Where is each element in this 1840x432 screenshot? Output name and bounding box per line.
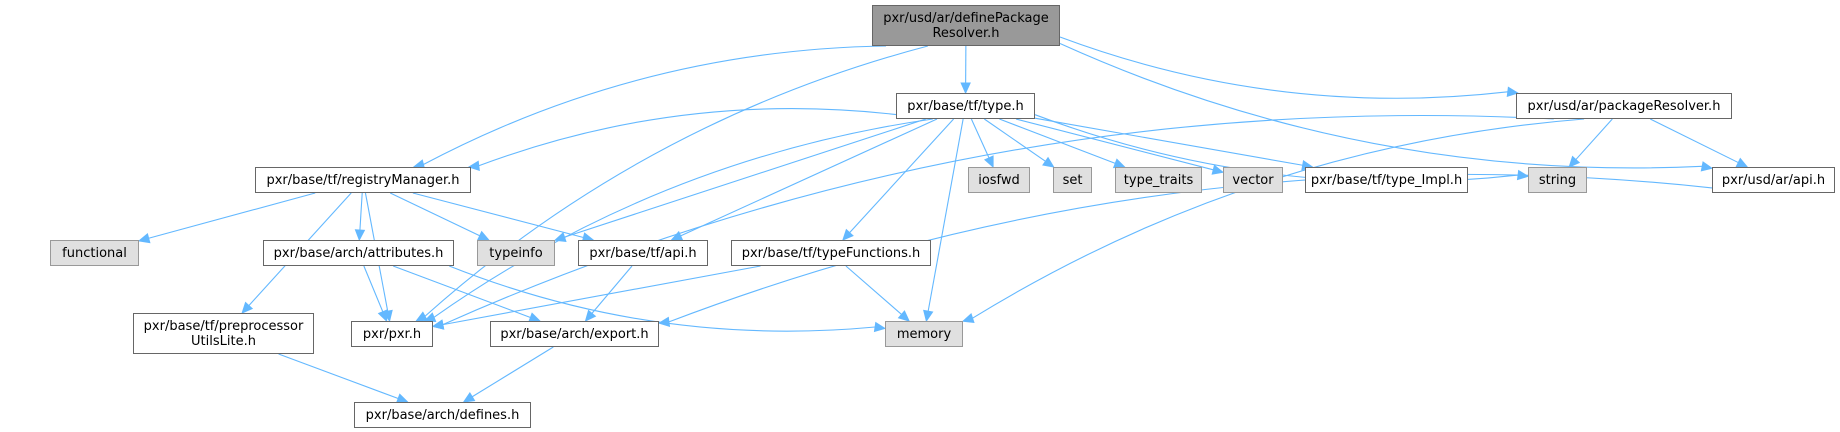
node-type-traits[interactable]: type_traits — [1115, 167, 1202, 193]
node-pxr-h[interactable]: pxr/pxr.h — [351, 321, 433, 347]
arrowhead-icon — [1735, 157, 1749, 168]
edge-type_h-to-registryManager_h — [478, 108, 897, 167]
node-package-resolver-h[interactable]: pxr/usd/ar/packageResolver.h — [1516, 93, 1732, 119]
edge-packageResolver_h-to-ar_api_h — [1650, 118, 1739, 164]
edge-tf_api_h-to-export_h — [591, 265, 633, 314]
node-arch-export-h[interactable]: pxr/base/arch/export.h — [490, 321, 659, 347]
edge-registryManager_h-to-typeinfo — [390, 192, 480, 237]
arrowhead-icon — [897, 310, 910, 322]
arrowhead-icon — [1211, 164, 1225, 175]
node-arch-defines-h[interactable]: pxr/base/arch/defines.h — [354, 402, 531, 428]
edge-definePackageResolver-to-ar_api_h — [1059, 42, 1703, 169]
arrowhead-icon — [842, 228, 854, 241]
node-arch-attributes-h[interactable]: pxr/base/arch/attributes.h — [263, 240, 454, 266]
arrowhead-icon — [467, 160, 480, 171]
arrowhead-icon — [960, 82, 971, 95]
edge-packageResolver_h-to-string — [1575, 118, 1613, 160]
arrowhead-icon — [983, 155, 994, 169]
arrowhead-icon — [961, 313, 975, 324]
node-vector[interactable]: vector — [1223, 167, 1283, 193]
arrowhead-icon — [584, 309, 597, 322]
node-string[interactable]: string — [1528, 167, 1587, 193]
edge-typeFunctions_h-to-memory — [845, 265, 902, 315]
node-type-impl-h[interactable]: pxr/base/tf/type_Impl.h — [1305, 167, 1468, 193]
edge-type_h-to-set — [983, 118, 1046, 162]
edge-export_h-to-defines_h — [471, 346, 554, 398]
node-preprocessor-utils-lite-h[interactable]: pxr/base/tf/preprocessor UtilsLite.h — [133, 313, 314, 354]
arrowhead-icon — [1042, 156, 1055, 168]
edge-attributes_h-to-export_h — [392, 265, 531, 319]
arrowhead-icon — [657, 316, 671, 328]
edge-attributes_h-to-pxr_h — [363, 265, 384, 312]
edge-registryManager_h-to-attributes_h — [359, 192, 363, 231]
edge-type_h-to-pxr_h — [433, 118, 933, 318]
edge-type_h-to-vector — [1015, 118, 1214, 171]
arrowhead-icon — [431, 319, 445, 330]
node-typeinfo[interactable]: typeinfo — [477, 240, 555, 266]
arrowhead-icon — [1700, 161, 1714, 172]
node-tf-api-h[interactable]: pxr/base/tf/api.h — [578, 240, 708, 266]
arrowhead-icon — [377, 309, 388, 323]
edge-preprocessorUtilsLite_h-to-defines_h — [278, 353, 399, 400]
arrowhead-icon — [1568, 155, 1581, 168]
node-set[interactable]: set — [1053, 167, 1092, 193]
edge-type_h-to-typeinfo — [564, 118, 926, 238]
edge-typeFunctions_h-to-pxr_h — [442, 265, 761, 326]
arrowhead-icon — [354, 229, 366, 242]
edge-registryManager_h-to-functional — [148, 192, 316, 239]
arrowhead-icon — [873, 321, 887, 333]
edge-type_h-to-iosfwd — [970, 118, 990, 159]
edge-type_h-to-typeFunctions_h — [849, 118, 955, 233]
arrowhead-icon — [1506, 86, 1519, 97]
edge-packageResolver_h-to-memory — [972, 118, 1585, 319]
arrowhead-icon — [137, 233, 151, 244]
edge-definePackageResolver-to-registryManager_h — [423, 45, 886, 166]
node-tf-type-h[interactable]: pxr/base/tf/type.h — [896, 93, 1035, 119]
edge-type_h-to-tf_api_h — [680, 118, 938, 237]
node-registry-manager-h[interactable]: pxr/base/tf/registryManager.h — [255, 167, 471, 193]
edge-registryManager_h-to-tf_api_h — [412, 192, 584, 239]
node-ar-api-h[interactable]: pxr/usd/ar/api.h — [1712, 167, 1835, 193]
arrowhead-icon — [923, 309, 934, 323]
arrowhead-icon — [477, 230, 490, 241]
arrowhead-icon — [415, 311, 428, 322]
edge-definePackageResolver-to-pxr_h — [424, 45, 928, 317]
node-functional[interactable]: functional — [50, 240, 139, 266]
edge-type_h-to-type_Impl_h — [1034, 117, 1303, 166]
arrowhead-icon — [241, 301, 254, 314]
edge-definePackageResolver-to-packageResolver_h — [1059, 36, 1508, 99]
edge-type_h-to-type_traits — [999, 118, 1116, 164]
node-type-functions-h[interactable]: pxr/base/tf/typeFunctions.h — [731, 240, 931, 266]
arrowhead-icon — [670, 230, 684, 241]
node-define-package-resolver[interactable]: pxr/usd/ar/definePackage Resolver.h — [872, 5, 1060, 46]
edge-type_h-to-memory — [927, 118, 964, 312]
node-memory[interactable]: memory — [885, 321, 963, 347]
node-iosfwd[interactable]: iosfwd — [968, 167, 1030, 193]
arrowhead-icon — [462, 392, 476, 403]
